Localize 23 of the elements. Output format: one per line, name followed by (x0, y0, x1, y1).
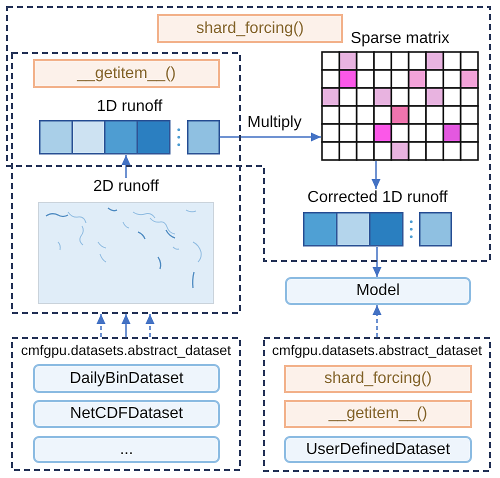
method-box: __getitem__() (284, 400, 472, 428)
map-title: 2D runoff (92, 178, 160, 196)
arrow (122, 155, 130, 178)
dashed-arrow (146, 314, 154, 337)
class-box: UserDefinedDataset (284, 436, 472, 463)
dashed-arrow (372, 305, 382, 337)
group-title: cmfgpu.datasets.abstract_dataset (270, 342, 484, 358)
method-box: shard_forcing() (157, 14, 343, 43)
arrow (220, 132, 321, 142)
method-box: shard_forcing() (284, 365, 472, 393)
class-box: NetCDFDataset (33, 400, 220, 428)
class-box: ... (33, 436, 220, 463)
dashed-arrow (96, 314, 106, 337)
arrow (372, 161, 380, 189)
bar-title: 1D runoff (96, 98, 164, 116)
arrow (372, 247, 382, 277)
bar-title: Corrected 1D runoff (306, 189, 449, 207)
class-box: DailyBinDataset (33, 364, 220, 393)
group-title: cmfgpu.datasets.abstract_dataset (20, 342, 232, 358)
arrow (122, 314, 130, 337)
matrix-title: Sparse matrix (350, 30, 450, 48)
method-box: __getitem__() (33, 59, 220, 88)
class-box: Model (285, 277, 471, 305)
